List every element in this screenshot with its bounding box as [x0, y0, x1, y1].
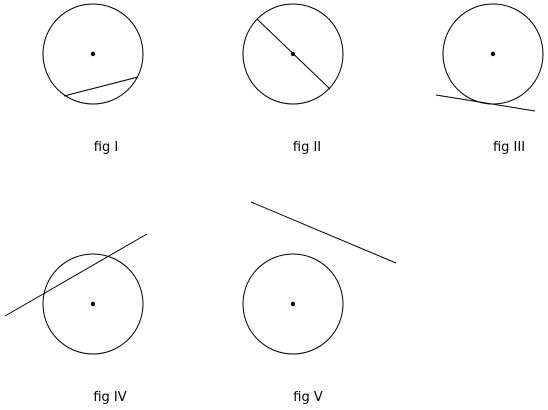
- figure-caption: fig III: [493, 140, 525, 155]
- circle-center: [290, 301, 296, 307]
- circle: [42, 253, 144, 355]
- external-line: [250, 201, 397, 264]
- figure-caption: fig V: [293, 390, 323, 405]
- figure-caption: fig I: [94, 140, 118, 155]
- circle-center: [90, 51, 96, 57]
- circle: [242, 3, 344, 105]
- secant-line: [4, 233, 148, 317]
- circle-center: [490, 51, 496, 57]
- circle: [242, 253, 344, 355]
- figure-3: fig III: [435, 3, 544, 155]
- circle-center: [90, 301, 96, 307]
- figure-caption: fig II: [293, 140, 321, 155]
- chord-line: [63, 76, 139, 97]
- tangent-line: [435, 94, 536, 112]
- figure-1: fig I: [42, 3, 144, 155]
- diameter-line: [256, 18, 331, 90]
- circle: [42, 3, 144, 105]
- figure-caption: fig IV: [93, 390, 126, 405]
- figure-5: fig V: [242, 201, 397, 405]
- figure-2: fig II: [242, 3, 344, 155]
- figure-4: fig IV: [4, 233, 148, 405]
